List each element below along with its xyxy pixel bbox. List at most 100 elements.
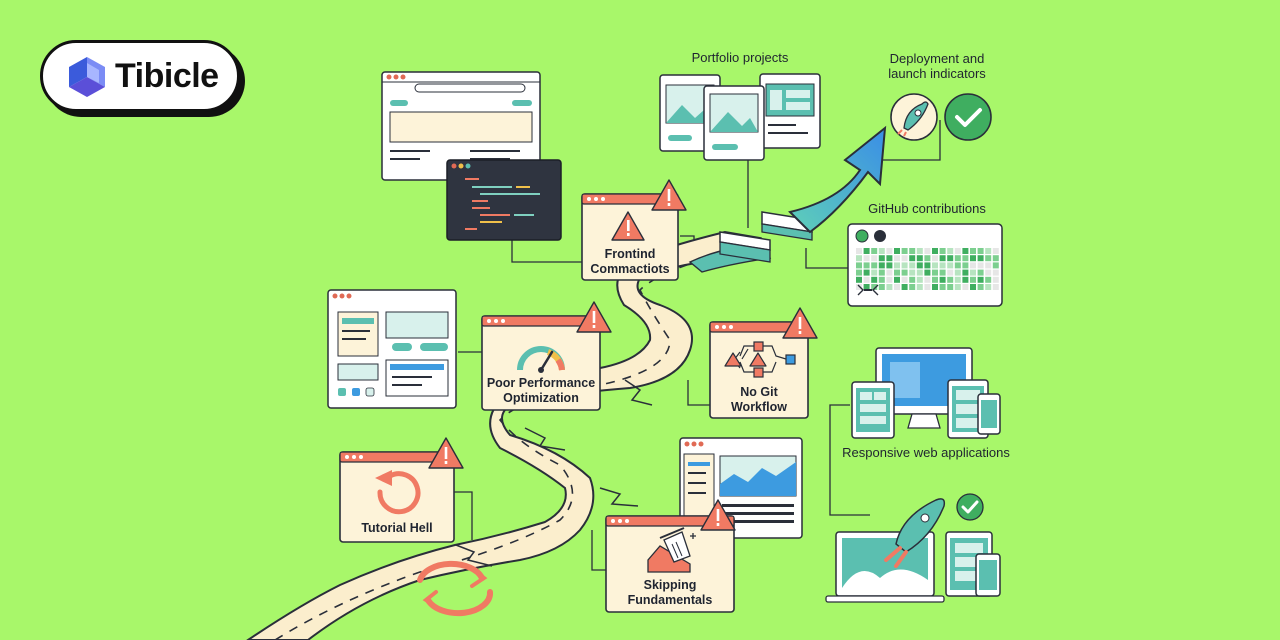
responsive-devices [851,347,1001,439]
contribution-cell [985,262,992,269]
contribution-cell [992,276,999,283]
label-portfolio-projects: Portfolio projects [691,50,789,65]
contribution-cell [878,269,885,276]
pitfall-window-git [709,307,818,419]
trash-icon [647,527,696,573]
contribution-cell [970,284,976,290]
contribution-cell [878,255,885,262]
contribution-cell [909,276,916,283]
github-icon [874,230,886,242]
contribution-cell [894,284,900,290]
contribution-cell [985,269,992,276]
contribution-cell [886,284,893,290]
contribution-cell [932,269,938,276]
contribution-cell [932,276,938,283]
contribution-cell [932,284,938,290]
refresh-icon [417,560,494,617]
label-github-contributions: GitHub contributions [868,201,986,216]
pitfall-performance-line1: Poor Performance [486,376,596,390]
contribution-cell [856,248,862,254]
contribution-cell [992,269,999,276]
contribution-cell [901,276,908,283]
contribution-cell [856,269,862,276]
contribution-cell [939,284,946,290]
contribution-cell [947,248,954,254]
contribution-cell [863,269,870,276]
contribution-cell [909,269,916,276]
pitfall-fundamentals-line1: Skipping [643,578,697,592]
contribution-cell [871,255,878,262]
contribution-cell [901,262,908,269]
dashboard-mockup [327,289,457,409]
github-contributions-card [847,223,1003,307]
contribution-cell [970,248,976,254]
contribution-cell [856,262,862,269]
contribution-cell [901,284,908,290]
connector-lines [454,100,941,571]
contribution-cell [970,255,976,262]
contribution-cell [856,284,862,290]
contribution-cell [992,248,999,254]
pitfall-frontend-line1: Frontind [604,247,656,261]
contribution-cell [909,284,916,290]
warning-icon [576,301,612,333]
warning-icon [428,437,464,469]
contribution-cell [916,248,923,254]
contribution-cell [947,284,954,290]
refresh-icon [375,470,421,515]
contribution-cell [962,255,969,262]
brand-name: Tibicle [115,57,219,95]
warning-icon [782,307,818,339]
contribution-cell [947,262,954,269]
contribution-cell [985,276,992,283]
contribution-cell [863,262,870,269]
contribution-cell [909,262,916,269]
contribution-cell [954,262,961,269]
rocket-icon [884,498,946,568]
contribution-cell [977,276,984,283]
contribution-cell [871,262,878,269]
code-editor-mockup [446,159,562,241]
contribution-cell [901,255,908,262]
pitfall-frontend-line2: Commactiots [590,262,670,276]
contribution-cell [954,255,961,262]
contribution-cell [878,284,885,290]
contribution-cell [909,255,916,262]
contribution-cell [871,276,878,283]
portfolio-cards [659,73,821,161]
contribution-cell [985,255,992,262]
contribution-cell [992,255,999,262]
check-icon [944,93,992,141]
contribution-cell [947,255,954,262]
contribution-cell [871,269,878,276]
contribution-cell [954,269,961,276]
contribution-cell [856,276,862,283]
contribution-cell [871,284,878,290]
brand-logo: Tibicle [40,40,240,112]
contribution-cell [924,284,931,290]
pitfall-git-line1: No Git [740,385,778,399]
contribution-cell [901,248,908,254]
contribution-cell [947,276,954,283]
contribution-cell [863,276,870,283]
contribution-cell [856,255,862,262]
contribution-cell [924,248,931,254]
contribution-cell [878,276,885,283]
pitfall-fundamentals-line2: Fundamentals [627,593,713,607]
contribution-cell [992,262,999,269]
contribution-cell [886,262,893,269]
contribution-cell [886,248,893,254]
growth-arrow [788,125,887,234]
contribution-cell [909,248,916,254]
contribution-cell [924,269,931,276]
pitfall-tutorial: Tutorial Hell [361,521,433,535]
contribution-cell [894,276,900,283]
rocket-icon [890,93,938,141]
contribution-cell [916,269,923,276]
label-responsive-web-apps: Responsive web applications [842,445,1010,460]
contribution-cell [886,276,893,283]
contribution-cell [977,255,984,262]
contribution-cell [878,262,885,269]
contribution-cell [962,276,969,283]
